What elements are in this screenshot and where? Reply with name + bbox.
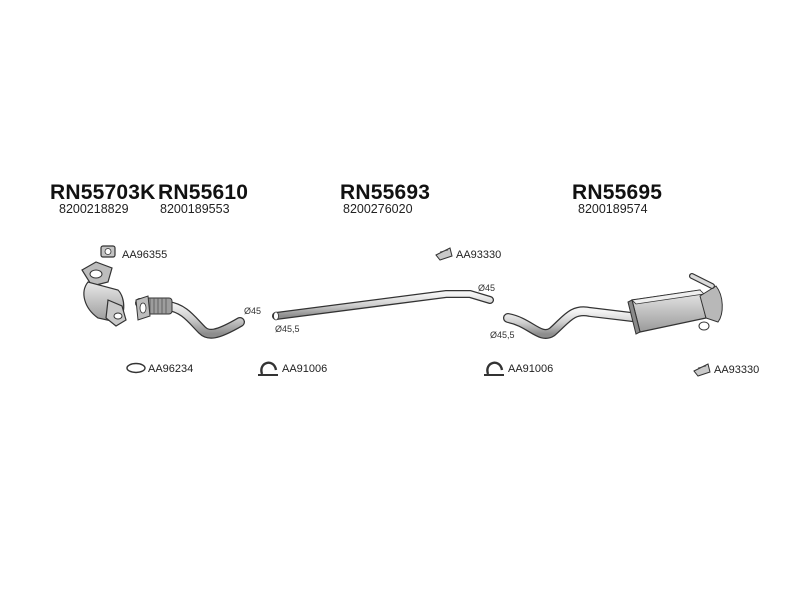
dimension-label: Ø45 bbox=[244, 306, 262, 316]
catalytic-converter bbox=[81, 261, 127, 327]
hanger-icon bbox=[693, 363, 711, 377]
middle-pipe bbox=[272, 290, 494, 321]
clamp-icon bbox=[258, 361, 278, 376]
part-code-middle-pipe: RN55693 bbox=[340, 181, 431, 204]
dimension-label: Ø45,5 bbox=[275, 324, 300, 334]
oem-code-front-pipe: 8200189553 bbox=[160, 202, 230, 216]
accessory-label-hanger: AA93330 bbox=[714, 364, 760, 376]
gasket-square-icon bbox=[100, 245, 116, 258]
oem-code-middle-pipe: 8200276020 bbox=[343, 202, 413, 216]
front-pipe bbox=[135, 295, 245, 339]
rear-silencer bbox=[503, 273, 723, 339]
part-code-front-pipe: RN55610 bbox=[158, 181, 249, 204]
clamp-icon bbox=[484, 361, 504, 376]
accessory-label-gasket: AA96355 bbox=[122, 249, 168, 261]
accessory-label-clamp: AA91006 bbox=[282, 363, 328, 375]
gasket-ring-icon bbox=[126, 362, 146, 374]
hanger-icon bbox=[435, 247, 453, 261]
accessory-label-clamp: AA91006 bbox=[508, 363, 554, 375]
oem-code-rear-silencer: 8200189574 bbox=[578, 202, 648, 216]
part-code-rear-silencer: RN55695 bbox=[572, 181, 663, 204]
oem-code-catalyst: 8200218829 bbox=[59, 202, 129, 216]
part-code-catalyst: RN55703K bbox=[50, 181, 156, 204]
accessory-label-hanger: AA93330 bbox=[456, 249, 502, 261]
dimension-label: Ø45 bbox=[478, 283, 496, 293]
dimension-label: Ø45,5 bbox=[490, 330, 515, 340]
accessory-label-ring-gasket: AA96234 bbox=[148, 363, 194, 375]
